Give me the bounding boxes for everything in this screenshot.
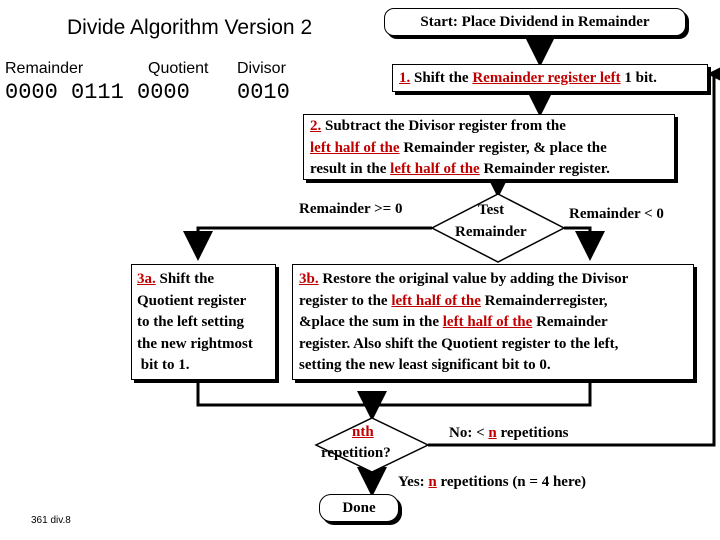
test-remainder-diamond: [430, 193, 566, 263]
step3a-number: 3a.: [137, 271, 156, 287]
yes-branch-label: Yes: n repetitions (n = 4 here): [398, 474, 586, 491]
slide-footer: 361 div.8: [31, 515, 71, 526]
step3b-line4: register. Also shift the Quotient regist…: [299, 335, 619, 352]
remainder-column-label: Remainder: [5, 60, 84, 77]
divisor-column-label: Divisor: [237, 60, 286, 77]
done-box: Done: [319, 494, 399, 522]
step3b-line2b: Remainderregister,: [480, 292, 608, 309]
page-title: Divide Algorithm Version 2: [67, 16, 313, 39]
nth-label: nth: [352, 424, 374, 440]
step3a-box: 3a. Shift the Quotient register to the l…: [131, 264, 276, 380]
step3b-line2a: register to the: [299, 292, 392, 309]
no-branch-label: No: < n repetitions: [449, 425, 569, 442]
step3b-line3b: Remainder: [532, 314, 608, 330]
start-text: Start: Place Dividend in Remainder: [420, 14, 650, 30]
no-n: n: [488, 425, 497, 441]
step3b-highlight-2: left half of the: [442, 314, 533, 330]
step1-box: 1. Shift the Remainder register left 1 b…: [392, 64, 708, 92]
nth-repetition-diamond: [314, 417, 430, 473]
no-text-a: No: <: [449, 425, 489, 441]
step3b-number: 3b.: [299, 271, 319, 287]
remainder-value: 0000 0111 0000: [5, 80, 190, 105]
step2-line2: Remainder register, & place the: [399, 139, 607, 156]
step3b-highlight-1: left half of the: [391, 292, 481, 309]
step2-line3b: Remainder register.: [479, 161, 610, 177]
step1-text-a: Shift the: [410, 70, 473, 86]
yes-text-b: repetitions (n = 4 here): [436, 474, 586, 490]
step3b-line1: Restore the original value by adding the…: [318, 271, 629, 287]
step3a-line3: to the left setting: [137, 314, 245, 330]
remainder-lt-label: Remainder < 0: [569, 206, 664, 222]
step2-number: 2.: [310, 118, 322, 134]
step3a-line2: Quotient register: [137, 292, 247, 309]
step2-box: 2. Subtract the Divisor register from th…: [303, 114, 675, 180]
done-text: Done: [342, 500, 376, 516]
no-text-b: repetitions: [496, 425, 569, 441]
step1-text-b: 1 bit.: [620, 70, 657, 86]
step3a-line4: the new rightmost: [137, 335, 253, 352]
step3b-box: 3b. Restore the original value by adding…: [292, 264, 694, 380]
step3b-line3a: &place the sum in the: [299, 314, 443, 330]
divisor-value: 0010: [237, 80, 290, 105]
step2-line3a: result in the: [310, 161, 391, 177]
test-label-line1: Test: [478, 202, 505, 218]
step2-highlight-2: left half of the: [390, 161, 480, 177]
step2-line1: Subtract the Divisor register from the: [321, 118, 566, 134]
yes-n: n: [428, 474, 437, 490]
step3a-line1: Shift the: [155, 271, 215, 287]
yes-text-a: Yes:: [398, 474, 429, 490]
repetition-label: repetition?: [321, 445, 391, 461]
step2-highlight-1: left half of the: [310, 139, 400, 156]
quotient-column-label: Quotient: [148, 60, 209, 77]
step3a-line5: bit to 1.: [137, 357, 190, 373]
step1-highlight: Remainder register left: [472, 70, 621, 86]
start-box: Start: Place Dividend in Remainder: [384, 8, 686, 36]
remainder-ge-label: Remainder >= 0: [299, 201, 403, 217]
step3b-line5: setting the new least significant bit to…: [299, 357, 551, 373]
test-label-line2: Remainder: [455, 224, 527, 240]
step1-number: 1.: [399, 70, 411, 86]
